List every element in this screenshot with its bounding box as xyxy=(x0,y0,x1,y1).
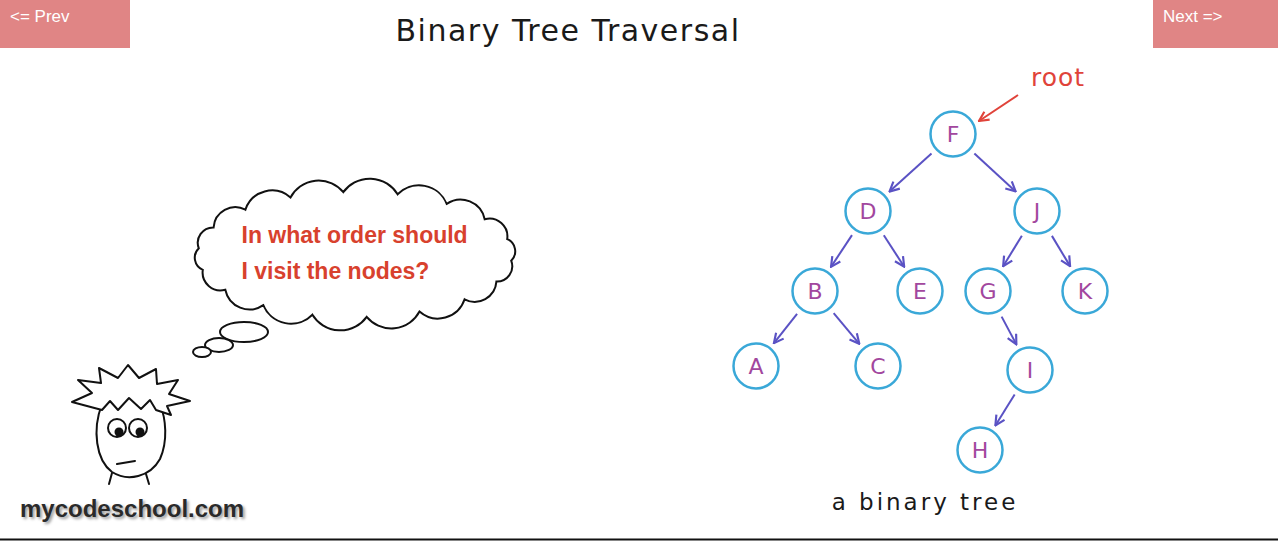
node-circle xyxy=(734,344,779,389)
root-pointer xyxy=(979,95,1018,121)
node-text: I xyxy=(1027,358,1034,383)
node-text: Next => xyxy=(1163,7,1223,27)
watermark: mycodeschool.com xyxy=(20,495,244,523)
node-circle xyxy=(793,269,838,314)
node-circle xyxy=(856,344,901,389)
tree-node: I xyxy=(1006,346,1054,394)
node-circle xyxy=(846,189,891,234)
page-title: Binary Tree Traversal xyxy=(395,13,740,48)
node-text: C xyxy=(870,354,885,379)
node-text: G xyxy=(979,279,996,304)
tree-edge xyxy=(995,395,1014,426)
nav-button: Next => xyxy=(1153,0,1278,48)
node-text: E xyxy=(913,279,927,304)
face xyxy=(97,404,166,477)
tree-edge xyxy=(1002,317,1017,345)
node-circle xyxy=(966,269,1011,314)
tree-node: C xyxy=(854,342,902,390)
tree-edge xyxy=(889,153,931,191)
tree-edge xyxy=(834,313,860,344)
tree-node: J xyxy=(1013,187,1061,235)
node-circle xyxy=(1063,269,1108,314)
tree-node: D xyxy=(844,187,892,235)
cloud-outline xyxy=(183,177,527,332)
tree-edge xyxy=(884,235,904,266)
tree-edge xyxy=(1052,236,1070,266)
tree-edge xyxy=(831,235,852,267)
figure-label: a binary tree xyxy=(832,489,1019,515)
tree-node: E xyxy=(896,267,944,315)
bottom-rule xyxy=(0,539,1278,541)
pupil xyxy=(136,428,145,437)
thought-cloud: In what order should I visit the nodes? xyxy=(183,177,527,332)
node-text: F xyxy=(947,122,960,147)
node-text: In what order should I visit the nodes? xyxy=(242,218,469,289)
tree-edge xyxy=(974,154,1015,192)
tree-edge xyxy=(1003,236,1022,267)
mouth xyxy=(117,461,135,464)
pupil xyxy=(115,428,124,437)
node-text: A xyxy=(748,354,763,379)
neck xyxy=(109,473,149,484)
thought-bubble xyxy=(193,347,211,357)
node-circle xyxy=(1008,348,1053,393)
tree-node: K xyxy=(1061,267,1109,315)
nav-button: <= Prev xyxy=(0,0,130,48)
node-text: K xyxy=(1078,279,1092,304)
tree-node: G xyxy=(964,267,1012,315)
node-text: B xyxy=(807,279,822,304)
tree-node: H xyxy=(956,426,1004,474)
tree-node: B xyxy=(791,267,839,315)
cloud-shape xyxy=(195,178,515,330)
node-circle xyxy=(931,112,976,157)
eye xyxy=(129,419,147,437)
node-circle xyxy=(898,269,943,314)
eye xyxy=(108,419,126,437)
node-text: D xyxy=(860,199,877,224)
node-text: H xyxy=(972,438,989,463)
node-text: J xyxy=(1034,199,1041,224)
hair xyxy=(72,365,190,415)
tree-node: F xyxy=(929,110,977,158)
node-text: <= Prev xyxy=(10,7,70,27)
tree-node: A xyxy=(732,342,780,390)
node-circle xyxy=(958,428,1003,473)
cartoon-character xyxy=(72,365,190,484)
node-circle xyxy=(1015,189,1060,234)
tree-edge xyxy=(774,314,797,343)
pointer-label: root xyxy=(1031,63,1085,92)
